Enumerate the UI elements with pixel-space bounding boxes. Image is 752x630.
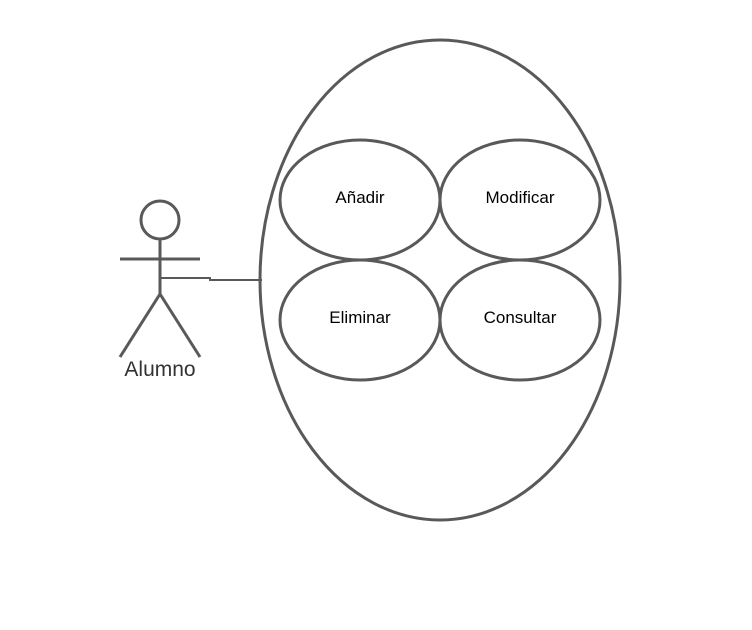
use-case-anadir[interactable]: Añadir xyxy=(278,138,442,262)
actor-alumno[interactable]: Alumno xyxy=(118,199,202,381)
use-case-label: Modificar xyxy=(486,188,555,207)
actor-right-leg xyxy=(158,293,202,358)
use-case-label: Eliminar xyxy=(329,308,391,327)
use-case-ellipse xyxy=(438,258,602,382)
use-case-consultar[interactable]: Consultar xyxy=(438,258,602,382)
use-case-modificar[interactable]: Modificar xyxy=(438,138,602,262)
use-case-eliminar[interactable]: Eliminar xyxy=(278,258,442,382)
association-line[interactable] xyxy=(160,277,262,281)
use-case-label: Añadir xyxy=(335,188,384,207)
stick-figure-icon xyxy=(118,199,202,358)
actor-head xyxy=(139,199,181,241)
actor-left-leg xyxy=(118,293,162,358)
use-case-label: Consultar xyxy=(484,308,557,327)
actor-name: Alumno xyxy=(124,358,195,381)
